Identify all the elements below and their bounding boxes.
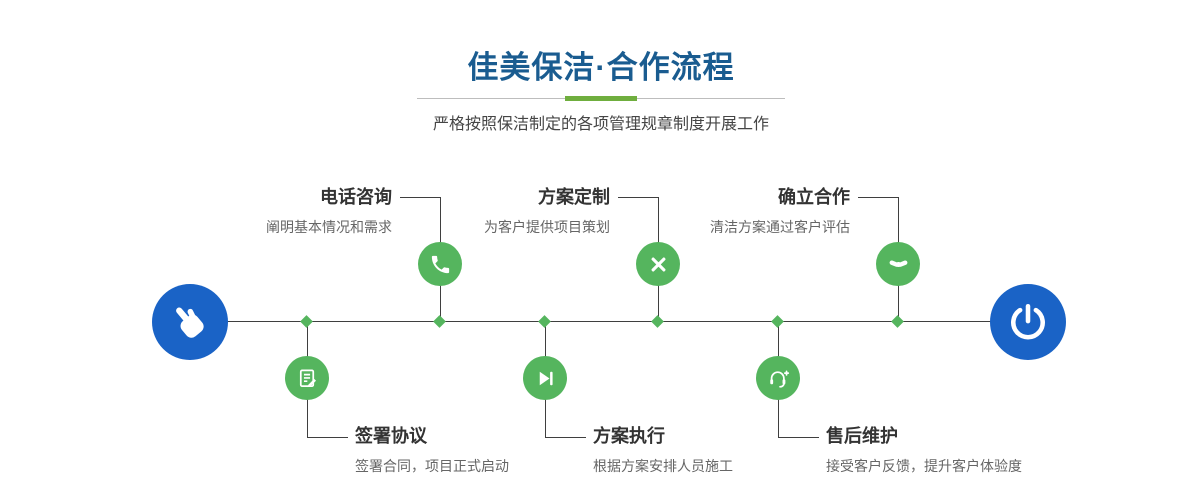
handshake-icon <box>887 253 910 276</box>
step-node-phone-consult <box>418 242 462 286</box>
step-label-plan-execution: 方案执行 根据方案安排人员施工 <box>593 424 733 476</box>
step-desc: 阐明基本情况和需求 <box>266 219 392 235</box>
step-label-plan-design: 方案定制 为客户提供项目策划 <box>484 185 610 237</box>
step-desc: 根据方案安排人员施工 <box>593 458 733 474</box>
phone-icon <box>429 253 452 276</box>
connector-top-3 <box>858 197 898 198</box>
step-desc: 清洁方案通过客户评估 <box>710 219 850 235</box>
step-title: 售后维护 <box>826 426 898 446</box>
step-title: 确立合作 <box>778 187 850 207</box>
junction-diamond <box>538 315 551 328</box>
page-title: 佳美保洁·合作流程 <box>467 50 735 85</box>
junction-diamond <box>891 315 904 328</box>
step-title: 方案定制 <box>538 187 610 207</box>
flow-start-node <box>152 284 228 360</box>
headset-plus-icon <box>767 367 790 390</box>
step-node-sign-agreement <box>285 356 329 400</box>
connector-top-1 <box>400 197 440 198</box>
connector-bottom-3 <box>778 437 819 438</box>
step-title: 电话咨询 <box>320 187 392 207</box>
connector-top-2 <box>618 197 658 198</box>
step-label-establish-cooperation: 确立合作 清洁方案通过客户评估 <box>710 185 850 237</box>
step-desc: 为客户提供项目策划 <box>484 219 610 235</box>
step-desc: 签署合同，项目正式启动 <box>355 458 509 474</box>
hand-pointing-icon <box>169 301 211 343</box>
power-icon <box>1007 301 1049 343</box>
divider-accent <box>565 96 637 101</box>
step-node-plan-design <box>636 242 680 286</box>
flow-end-node <box>990 284 1066 360</box>
connector-bottom-2 <box>545 437 586 438</box>
connector-bottom-1 <box>307 437 348 438</box>
design-tools-icon <box>647 253 670 276</box>
step-node-aftersales <box>756 356 800 400</box>
play-next-icon <box>534 367 557 390</box>
step-label-phone-consult: 电话咨询 阐明基本情况和需求 <box>266 185 392 237</box>
step-desc: 接受客户反馈，提升客户体验度 <box>826 458 1022 474</box>
title-divider <box>417 96 785 101</box>
junction-diamond <box>771 315 784 328</box>
contract-sign-icon <box>296 367 319 390</box>
step-node-plan-execution <box>523 356 567 400</box>
junction-diamond <box>651 315 664 328</box>
step-title: 签署协议 <box>355 426 427 446</box>
step-label-aftersales: 售后维护 接受客户反馈，提升客户体验度 <box>826 424 1022 476</box>
junction-diamond <box>433 315 446 328</box>
step-label-sign-agreement: 签署协议 签署合同，项目正式启动 <box>355 424 509 476</box>
step-title: 方案执行 <box>593 426 665 446</box>
junction-diamond <box>300 315 313 328</box>
step-node-establish-cooperation <box>876 242 920 286</box>
timeline <box>190 321 1028 322</box>
page-subtitle: 严格按照保洁制定的各项管理规章制度开展工作 <box>432 116 769 133</box>
